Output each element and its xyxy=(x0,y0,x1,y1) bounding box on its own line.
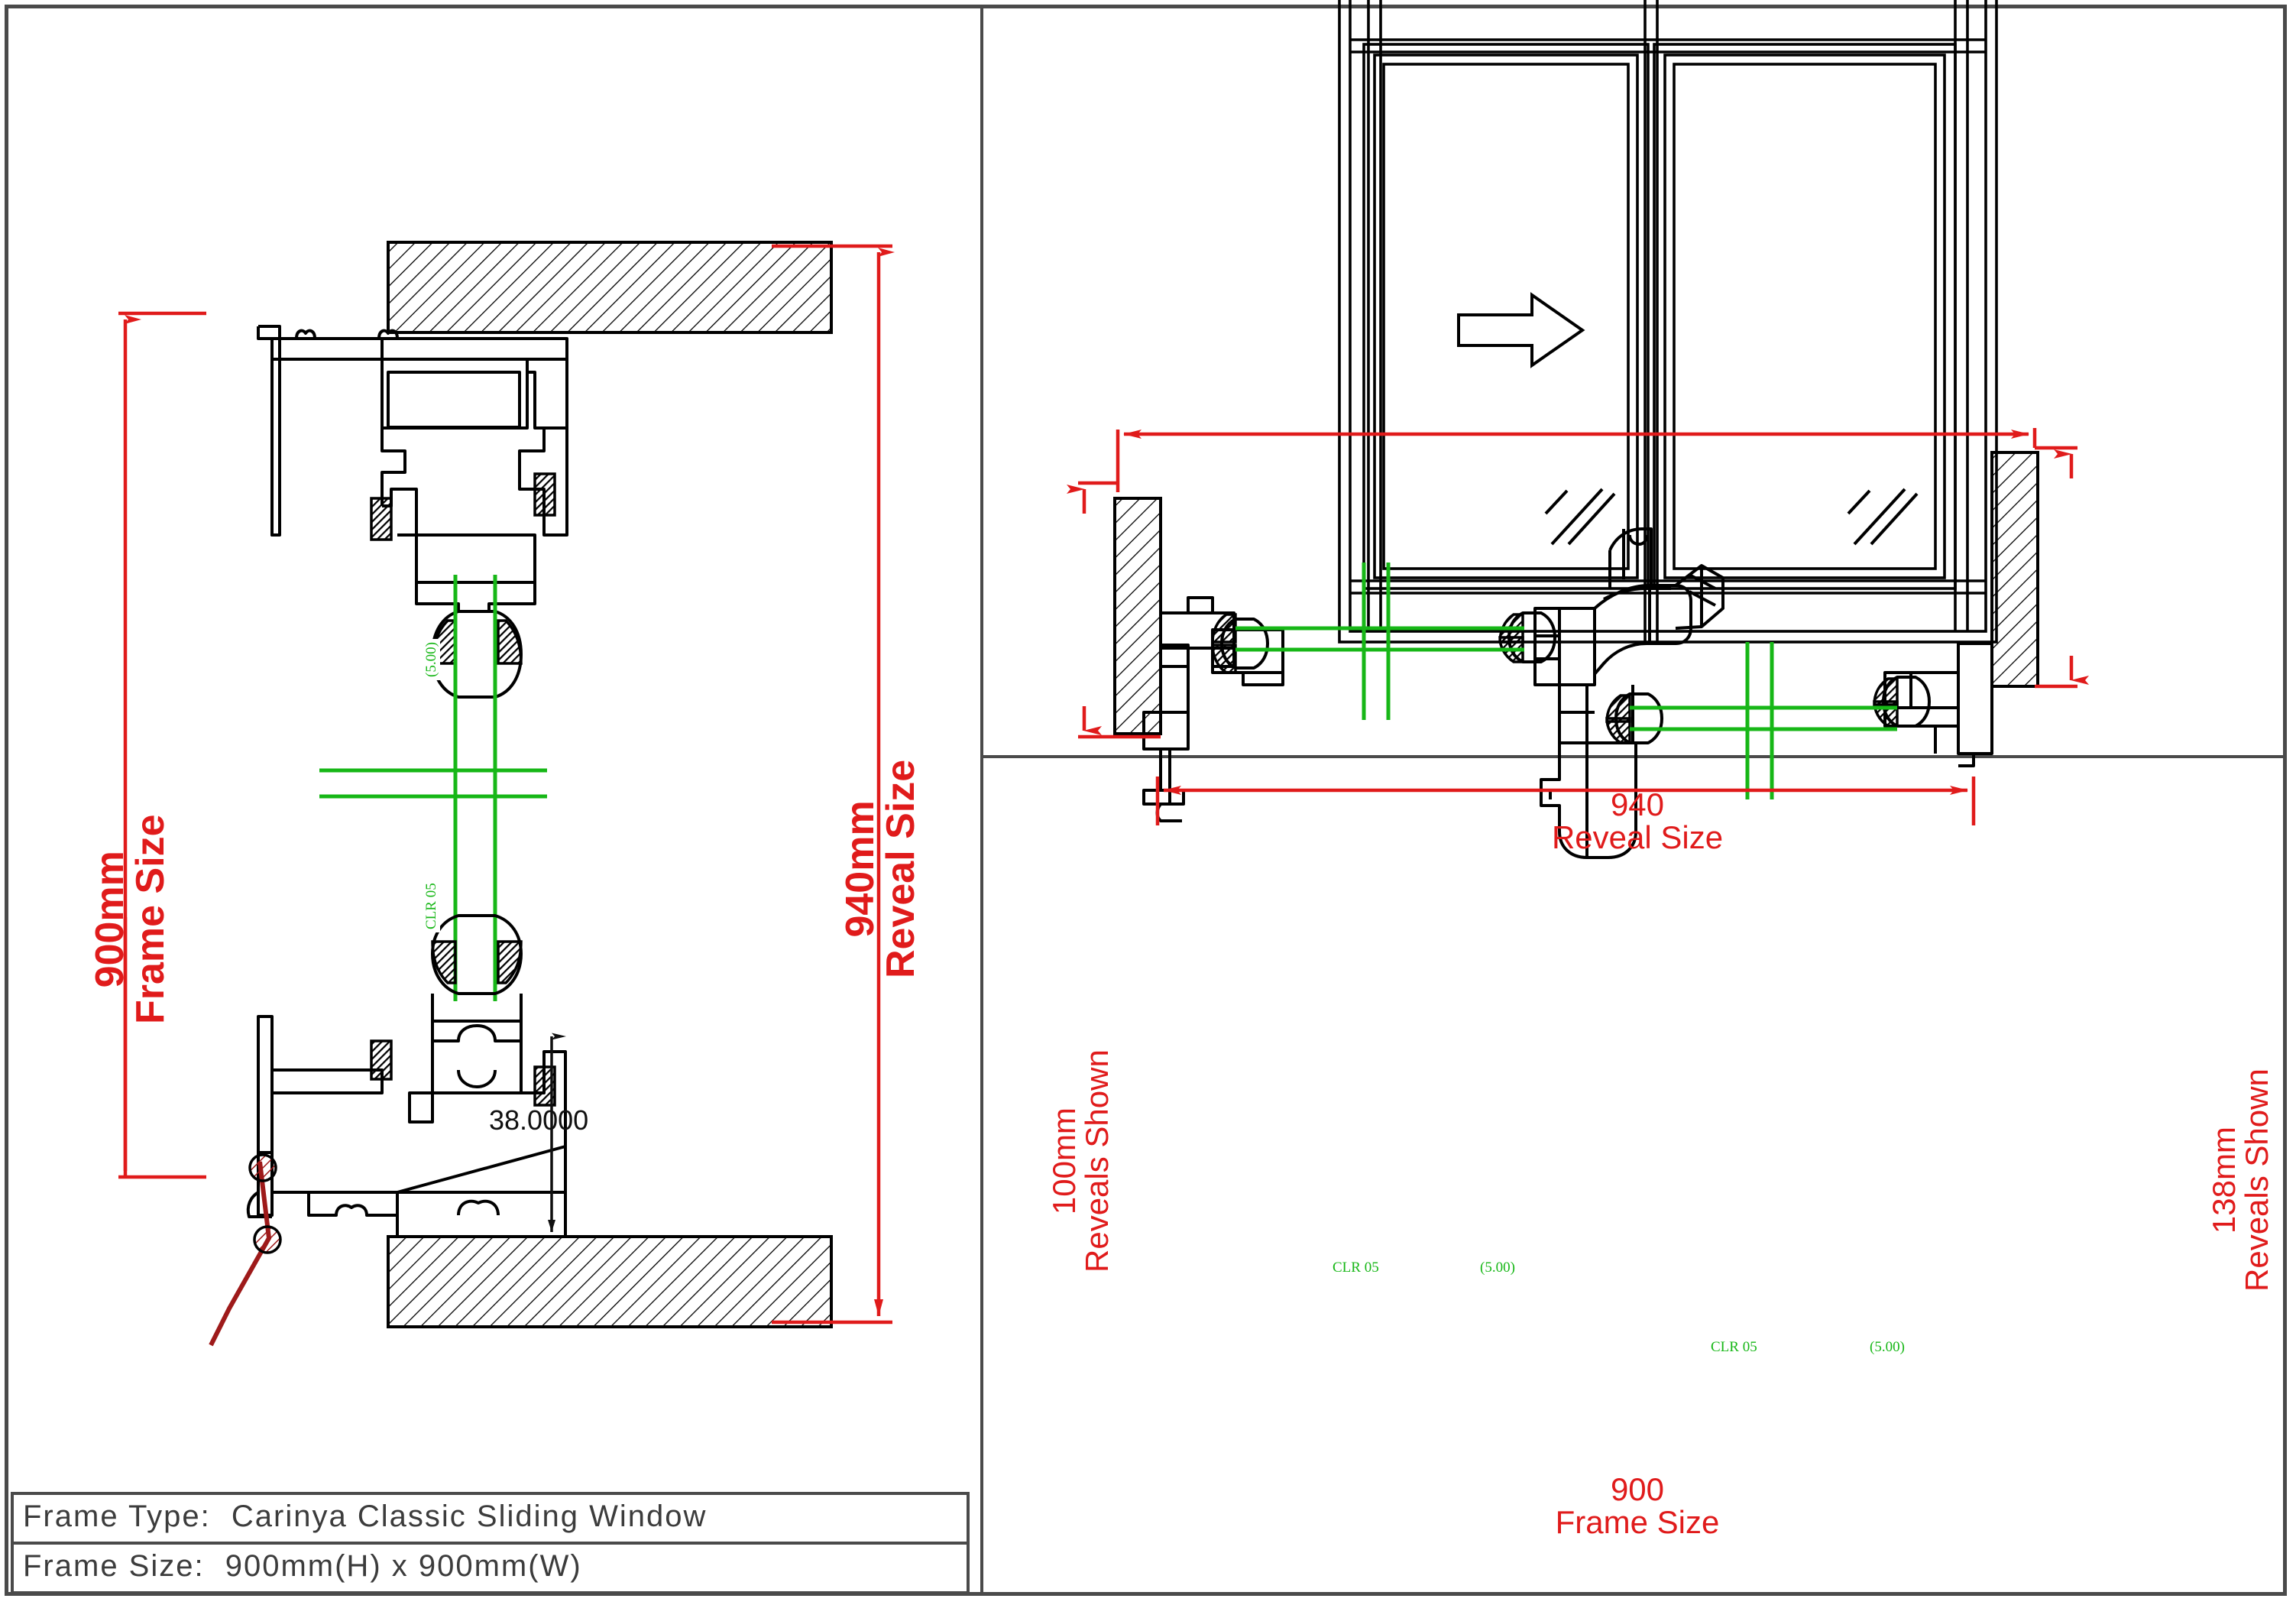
plan-reveal-width-caption: Reveal Size xyxy=(1551,819,1724,855)
reveal-height-dimension xyxy=(772,244,895,1325)
plan-right-reveal-label: 138mm Reveals Shown xyxy=(2206,1068,2275,1292)
glazing-mark-left-icon xyxy=(1544,488,1616,546)
glass-line-vertical xyxy=(319,575,547,1001)
plan-left-reveal-value: 100mm xyxy=(1046,1107,1082,1215)
plan-left-pile-seals xyxy=(1211,613,1237,674)
panel-divider-vertical xyxy=(980,6,983,1594)
title-block-frame-size-row: Frame Size: 900mm(H) x 900mm(W) xyxy=(14,1542,967,1591)
slide-right-arrow-icon xyxy=(1457,292,1585,368)
reveal-height-caption: Reveal Size xyxy=(879,759,924,978)
head-pile-seals xyxy=(370,472,556,541)
head-glazing-wedge xyxy=(431,619,523,665)
frame-type-value: Carinya Classic Sliding Window xyxy=(231,1500,708,1533)
head-glass-thickness-label: (5.00) xyxy=(423,639,440,680)
head-frame-profile xyxy=(257,325,568,699)
plan-left-reveal-caption: Reveals Shown xyxy=(1078,1049,1115,1273)
plan-sliding-sash-thickness-label: (5.00) xyxy=(1867,1339,1908,1356)
reveal-height-value: 940mm xyxy=(838,800,882,938)
front-elevation-drawing xyxy=(1338,0,1998,644)
plan-right-reveal-value: 138mm xyxy=(2206,1127,2242,1234)
plan-frame-width-caption: Frame Size xyxy=(1555,1503,1720,1540)
reveal-height-dimension-label: 940mm Reveal Size xyxy=(838,759,924,978)
title-block: Frame Type: Carinya Classic Sliding Wind… xyxy=(11,1492,970,1594)
frame-height-caption: Frame Size xyxy=(128,814,173,1024)
sill-projection-label: 38.0000 xyxy=(489,1104,589,1136)
frame-height-dimension-label: 900mm Frame Size xyxy=(88,814,173,1024)
sill-glazing-wedge xyxy=(431,940,523,984)
plan-right-reveal-caption: Reveals Shown xyxy=(2238,1068,2275,1292)
plan-interlock-pile-seals xyxy=(1498,613,1631,744)
sill-flashing xyxy=(209,1153,282,1347)
sill-pile-seals xyxy=(370,1039,556,1107)
plan-right-timber-reveal xyxy=(1990,451,2039,688)
plan-left-timber-reveal xyxy=(1113,497,1162,735)
panel-divider-horizontal xyxy=(982,755,2285,758)
plan-left-reveal-dimension xyxy=(1067,481,1161,739)
plan-left-reveal-label: 100mm Reveals Shown xyxy=(1046,1049,1115,1273)
plan-right-reveal-dimension xyxy=(2035,446,2089,689)
plan-fixed-lite-thickness-label: (5.00) xyxy=(1477,1260,1518,1276)
plan-fixed-lite-clr-label: CLR 05 xyxy=(1329,1260,1382,1276)
vertical-section-drawing xyxy=(118,241,895,1347)
frame-height-dimension xyxy=(118,311,206,1179)
plan-glass-sliding-sash xyxy=(1630,642,1897,799)
title-block-frame-type-row: Frame Type: Carinya Classic Sliding Wind… xyxy=(14,1495,967,1542)
glazing-mark-right-icon xyxy=(1847,488,1919,546)
plan-glass-fixed-lite xyxy=(1235,563,1524,720)
plan-reveal-width-value: 940 xyxy=(1610,786,1665,822)
sash-glass-clearance-label: CLR 05 xyxy=(423,880,440,932)
plan-reveal-width-label: 940 Reveal Size xyxy=(1546,786,1729,855)
plan-frame-width-dimension xyxy=(1155,777,1976,825)
elevation-outer-frame xyxy=(1338,0,1998,644)
sill-timber-reveal xyxy=(387,1235,833,1328)
sill-frame-profile xyxy=(246,914,567,1238)
sash-right xyxy=(1653,43,1957,590)
frame-size-value: 900mm(H) x 900mm(W) xyxy=(225,1549,582,1583)
sill-projection-dimension xyxy=(548,1033,566,1232)
head-timber-reveal xyxy=(387,241,833,334)
sash-left xyxy=(1362,43,1650,590)
plan-sliding-sash-clr-label: CLR 05 xyxy=(1708,1339,1760,1356)
plan-section-drawing xyxy=(1067,428,2089,859)
plan-frame-width-value: 900 xyxy=(1610,1471,1665,1507)
frame-type-label: Frame Type: xyxy=(23,1500,211,1533)
frame-height-value: 900mm xyxy=(88,851,132,988)
plan-frame-width-label: 900 Frame Size xyxy=(1546,1471,1729,1540)
frame-size-label: Frame Size: xyxy=(23,1549,205,1583)
plan-interlock-profile xyxy=(1507,527,1724,859)
